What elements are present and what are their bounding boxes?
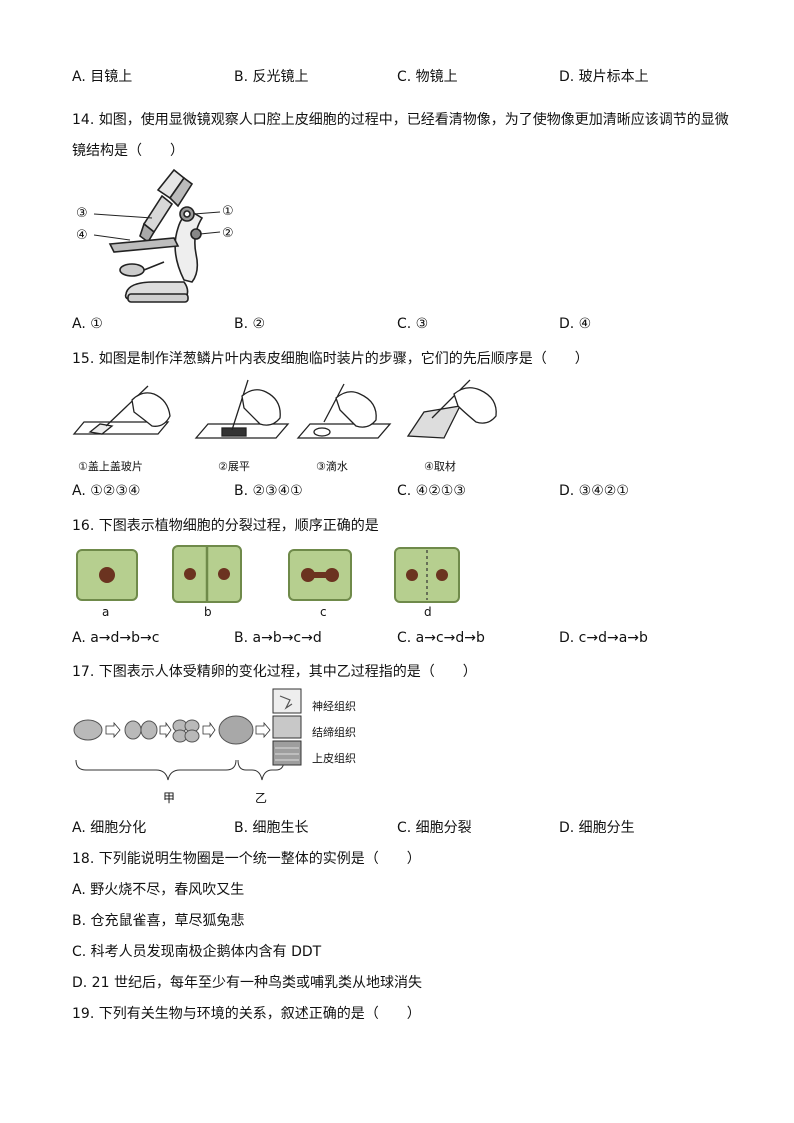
- q14-option-b: B. ②: [234, 316, 266, 332]
- q17-option-d: D. 细胞分生: [559, 820, 635, 836]
- cell-a-label: a: [102, 605, 110, 619]
- brace-label-yi: 乙: [255, 791, 268, 805]
- q16-option-b: B. a→b→c→d: [234, 630, 322, 646]
- q18-stem: 18. 下列能说明生物圈是一个统一整体的实例是（ ）: [72, 851, 421, 867]
- q16-stem: 16. 下图表示植物细胞的分裂过程，顺序正确的是: [72, 518, 379, 534]
- q13-option-d: D. 玻片标本上: [559, 69, 649, 85]
- slide-step-4-figure: [406, 379, 497, 439]
- cell-c-figure: [288, 549, 352, 601]
- slide-step-2-figure: [194, 379, 290, 439]
- zygote-development-figure: [73, 715, 285, 781]
- q13-option-a: A. 目镜上: [72, 69, 133, 85]
- q15-option-d: D. ③④②①: [559, 483, 629, 499]
- q15-stem: 15. 如图是制作洋葱鳞片叶内表皮细胞临时装片的步骤，它们的先后顺序是（ ）: [72, 351, 589, 367]
- brace-label-jia: 甲: [163, 791, 176, 805]
- microscope-label-1: ①: [222, 204, 234, 219]
- q16-option-d: D. c→d→a→b: [559, 630, 648, 646]
- q16-option-c: C. a→c→d→b: [397, 630, 485, 646]
- cell-c-label: c: [320, 605, 327, 619]
- q17-option-a: A. 细胞分化: [72, 820, 147, 836]
- tissue-epithelial-label: 上皮组织: [312, 752, 356, 765]
- q13-option-c: C. 物镜上: [397, 69, 458, 85]
- slide-step-1-caption: ①盖上盖玻片: [78, 460, 143, 473]
- q14-option-d: D. ④: [559, 316, 592, 332]
- q17-option-b: B. 细胞生长: [234, 820, 309, 836]
- q19-stem: 19. 下列有关生物与环境的关系，叙述正确的是（ ）: [72, 1006, 421, 1022]
- tissue-nerve-label: 神经组织: [312, 700, 356, 713]
- q14-stem-line2: 镜结构是（ ）: [72, 143, 184, 159]
- q18-option-d: D. 21 世纪后，每年至少有一种鸟类或哺乳类从地球消失: [72, 975, 422, 991]
- cell-d-figure: [394, 547, 460, 603]
- tissue-connective-label: 结缔组织: [312, 726, 356, 739]
- q17-option-c: C. 细胞分裂: [397, 820, 472, 836]
- microscope-label-3: ③: [76, 206, 88, 221]
- microscope-figure: [93, 168, 221, 303]
- tissue-stack-figure: [272, 688, 302, 766]
- cell-b-figure: [172, 545, 242, 603]
- microscope-label-4: ④: [76, 228, 88, 243]
- q14-option-c: C. ③: [397, 316, 429, 332]
- q17-stem: 17. 下图表示人体受精卵的变化过程，其中乙过程指的是（ ）: [72, 664, 477, 680]
- q15-option-a: A. ①②③④: [72, 483, 141, 499]
- slide-step-1-figure: [72, 385, 171, 435]
- q13-option-b: B. 反光镜上: [234, 69, 309, 85]
- slide-step-2-caption: ②展平: [218, 460, 250, 473]
- cell-a-figure: [76, 549, 138, 601]
- slide-step-3-caption: ③滴水: [316, 460, 348, 473]
- cell-b-label: b: [204, 605, 212, 619]
- q18-option-a: A. 野火烧不尽，春风吹又生: [72, 882, 245, 898]
- cell-d-label: d: [424, 605, 432, 619]
- microscope-label-2: ②: [222, 226, 234, 241]
- q15-option-b: B. ②③④①: [234, 483, 303, 499]
- q18-option-b: B. 仓充鼠雀喜，草尽狐兔悲: [72, 913, 245, 929]
- q16-option-a: A. a→d→b→c: [72, 630, 160, 646]
- slide-step-4-caption: ④取材: [424, 460, 456, 473]
- q15-option-c: C. ④②①③: [397, 483, 466, 499]
- q14-option-a: A. ①: [72, 316, 103, 332]
- slide-step-3-figure: [296, 383, 392, 439]
- q18-option-c: C. 科考人员发现南极企鹅体内含有 DDT: [72, 944, 322, 960]
- q14-stem-line1: 14. 如图，使用显微镜观察人口腔上皮细胞的过程中，已经看清物像，为了使物像更加…: [72, 112, 729, 128]
